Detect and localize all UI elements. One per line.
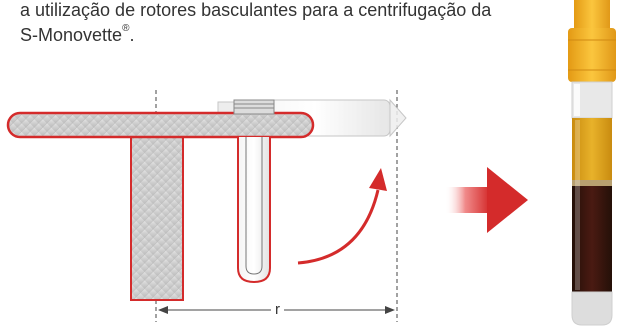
description-text: a utilização de rotores basculantes para… xyxy=(20,0,580,48)
tube-at-rest xyxy=(233,99,275,284)
line-end-period: . xyxy=(129,25,135,45)
description-line-1: a utilização de rotores basculantes para… xyxy=(20,0,492,20)
product-name: S-Monovette xyxy=(20,25,123,45)
registered-mark: ® xyxy=(122,23,130,34)
rotor-arm xyxy=(6,111,315,139)
rotor-post xyxy=(130,129,184,301)
arrow-right-icon xyxy=(445,167,528,233)
radius-label: r xyxy=(271,301,284,318)
curved-arrow-head xyxy=(369,168,387,191)
description-line-2: S-Monovette®. xyxy=(20,23,580,48)
curved-arrow-icon xyxy=(297,189,380,265)
centrifuged-tube-photo xyxy=(568,0,616,326)
